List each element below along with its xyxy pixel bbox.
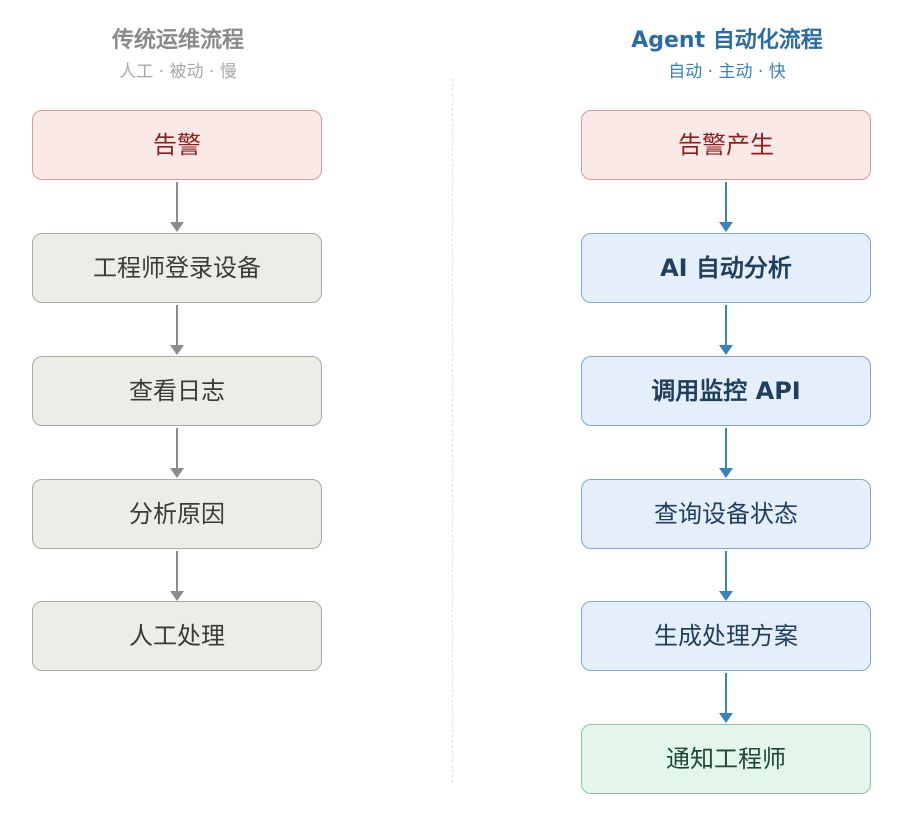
left-arrow-4 [169, 551, 185, 601]
right-step-call-monitoring-api: 调用监控 API [581, 356, 871, 426]
left-step-view-logs: 查看日志 [32, 356, 322, 426]
left-step-alert: 告警 [32, 110, 322, 180]
agent-flow-subtitle: 自动 · 主动 · 快 [668, 62, 786, 82]
right-step-query-device-status: 查询设备状态 [581, 479, 871, 549]
right-step-generate-plan: 生成处理方案 [581, 601, 871, 671]
right-arrow-5 [718, 673, 734, 723]
right-arrow-4 [718, 551, 734, 601]
column-divider [452, 78, 453, 783]
right-arrow-3 [718, 428, 734, 478]
left-arrow-3 [169, 428, 185, 478]
left-arrow-2 [169, 305, 185, 355]
left-step-analyze-cause: 分析原因 [32, 479, 322, 549]
left-step-manual-handling: 人工处理 [32, 601, 322, 671]
left-arrow-1 [169, 182, 185, 232]
left-step-engineer-login: 工程师登录设备 [32, 233, 322, 303]
right-step-notify-engineer: 通知工程师 [581, 724, 871, 794]
right-arrow-2 [718, 305, 734, 355]
agent-flow-title: Agent 自动化流程 [631, 28, 823, 53]
traditional-flow-title: 传统运维流程 [111, 28, 244, 53]
traditional-flow-subtitle: 人工 · 被动 · 慢 [119, 62, 237, 82]
right-step-ai-analysis: AI 自动分析 [581, 233, 871, 303]
right-step-alert-generated: 告警产生 [581, 110, 871, 180]
right-arrow-1 [718, 182, 734, 232]
